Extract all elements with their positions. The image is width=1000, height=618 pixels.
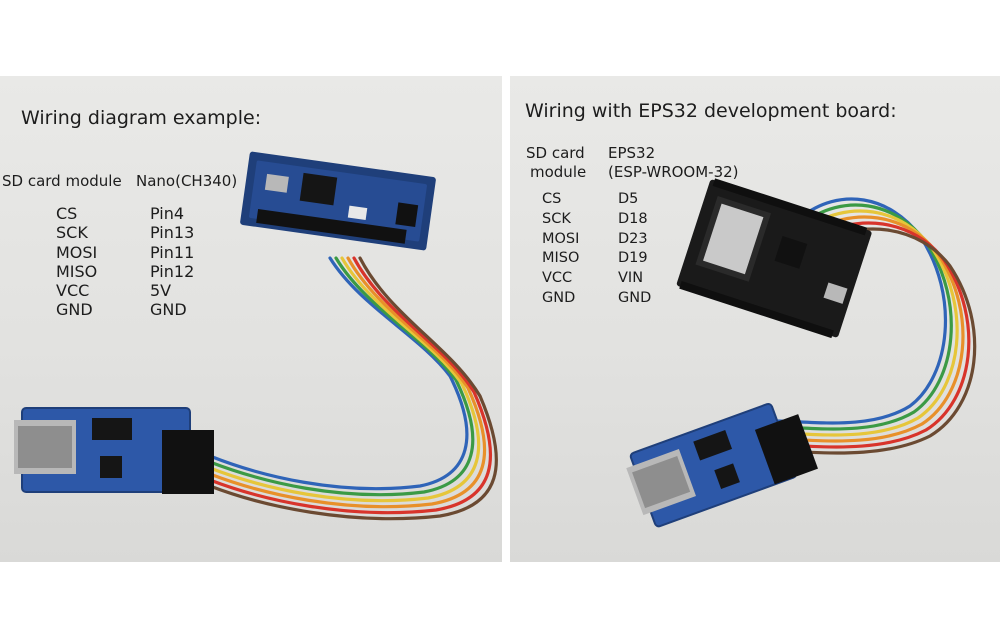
board-pin-column: D5 D18 D23 D19 VIN GND	[618, 190, 651, 309]
board-pin-column: Pin4 Pin13 Pin11 Pin12 5V GND	[150, 204, 194, 320]
esp32-dev-board	[676, 178, 872, 339]
esp32-wiring-photo	[626, 178, 977, 528]
sd-pin-vcc: VCC	[542, 270, 573, 287]
board-pin-gnd: GND	[618, 289, 652, 306]
board-pin-vcc: VIN	[618, 270, 644, 287]
sd-pin-miso: MISO	[56, 261, 98, 281]
sd-pin-column: CS SCK MOSI MISO VCC GND	[542, 190, 579, 309]
board-pin-gnd: GND	[150, 300, 187, 320]
sd-pin-mosi: MOSI	[542, 230, 580, 247]
sd-pin-sck: SCK	[56, 223, 88, 243]
sd-pin-mosi: MOSI	[56, 242, 98, 262]
sd-module-header: SD card module	[2, 172, 122, 190]
sd-card-module	[626, 402, 818, 528]
sd-pin-gnd: GND	[542, 289, 576, 306]
board-header-line2: (ESP-WROOM-32)	[608, 163, 739, 181]
esp32-wiring-panel: Wiring with EPS32 development board: SD …	[510, 76, 1000, 562]
nano-wiring-photo	[14, 151, 498, 521]
board-pin-miso: D19	[618, 250, 648, 267]
sd-pin-cs: CS	[542, 191, 562, 207]
ribbon-cable	[773, 197, 977, 455]
sd-pin-miso: MISO	[542, 250, 580, 267]
sd-pin-cs: CS	[56, 204, 78, 223]
board-header-line1: EPS32	[608, 144, 656, 162]
board-pin-mosi: Pin11	[150, 242, 195, 262]
arduino-nano-board	[240, 151, 436, 251]
board-pin-cs: D5	[618, 191, 639, 207]
page-title: Wiring with EPS32 development board:	[525, 100, 897, 122]
board-pin-vcc: 5V	[150, 281, 172, 301]
sd-pin-sck: SCK	[542, 210, 571, 227]
ribbon-cable	[208, 256, 498, 521]
board-pin-sck: D18	[618, 210, 648, 227]
sd-pin-gnd: GND	[56, 300, 93, 320]
sd-module-header-line2: module	[530, 163, 587, 181]
board-header: Nano(CH340)	[136, 172, 238, 190]
sd-pin-vcc: VCC	[56, 281, 90, 301]
board-pin-cs: Pin4	[150, 204, 185, 223]
board-pin-miso: Pin12	[150, 261, 195, 281]
sd-pin-column: CS SCK MOSI MISO VCC GND	[56, 204, 97, 320]
nano-wiring-panel: Wiring diagram example: SD card module N…	[0, 76, 502, 562]
sd-card-module	[14, 407, 214, 494]
board-pin-mosi: D23	[618, 230, 648, 247]
board-pin-sck: Pin13	[150, 223, 195, 243]
page-title: Wiring diagram example:	[21, 107, 262, 129]
sd-module-header-line1: SD card	[526, 144, 585, 162]
